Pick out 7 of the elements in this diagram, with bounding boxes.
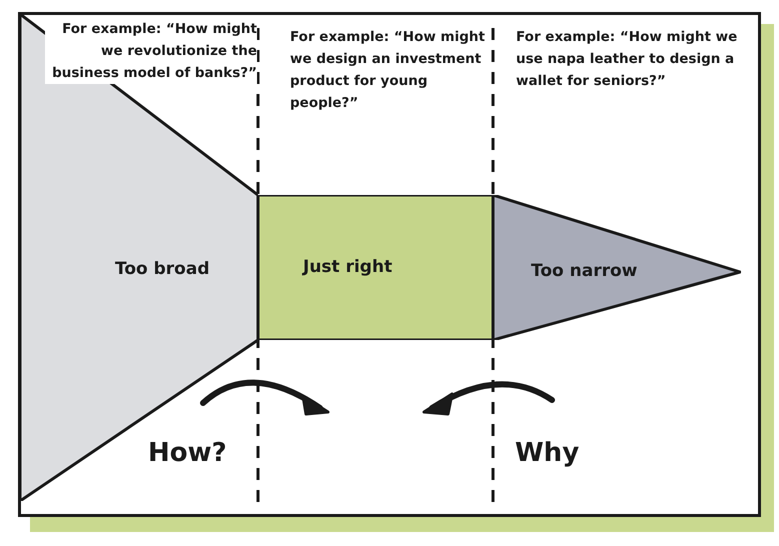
funnel-section	[493, 195, 741, 340]
funnel-section	[258, 195, 493, 340]
section-label: Too narrow	[531, 260, 638, 283]
section-label: Just right	[303, 256, 392, 279]
section-label: Too broad	[115, 258, 210, 281]
funnel-section	[20, 14, 258, 501]
question-label: Why	[515, 440, 580, 466]
